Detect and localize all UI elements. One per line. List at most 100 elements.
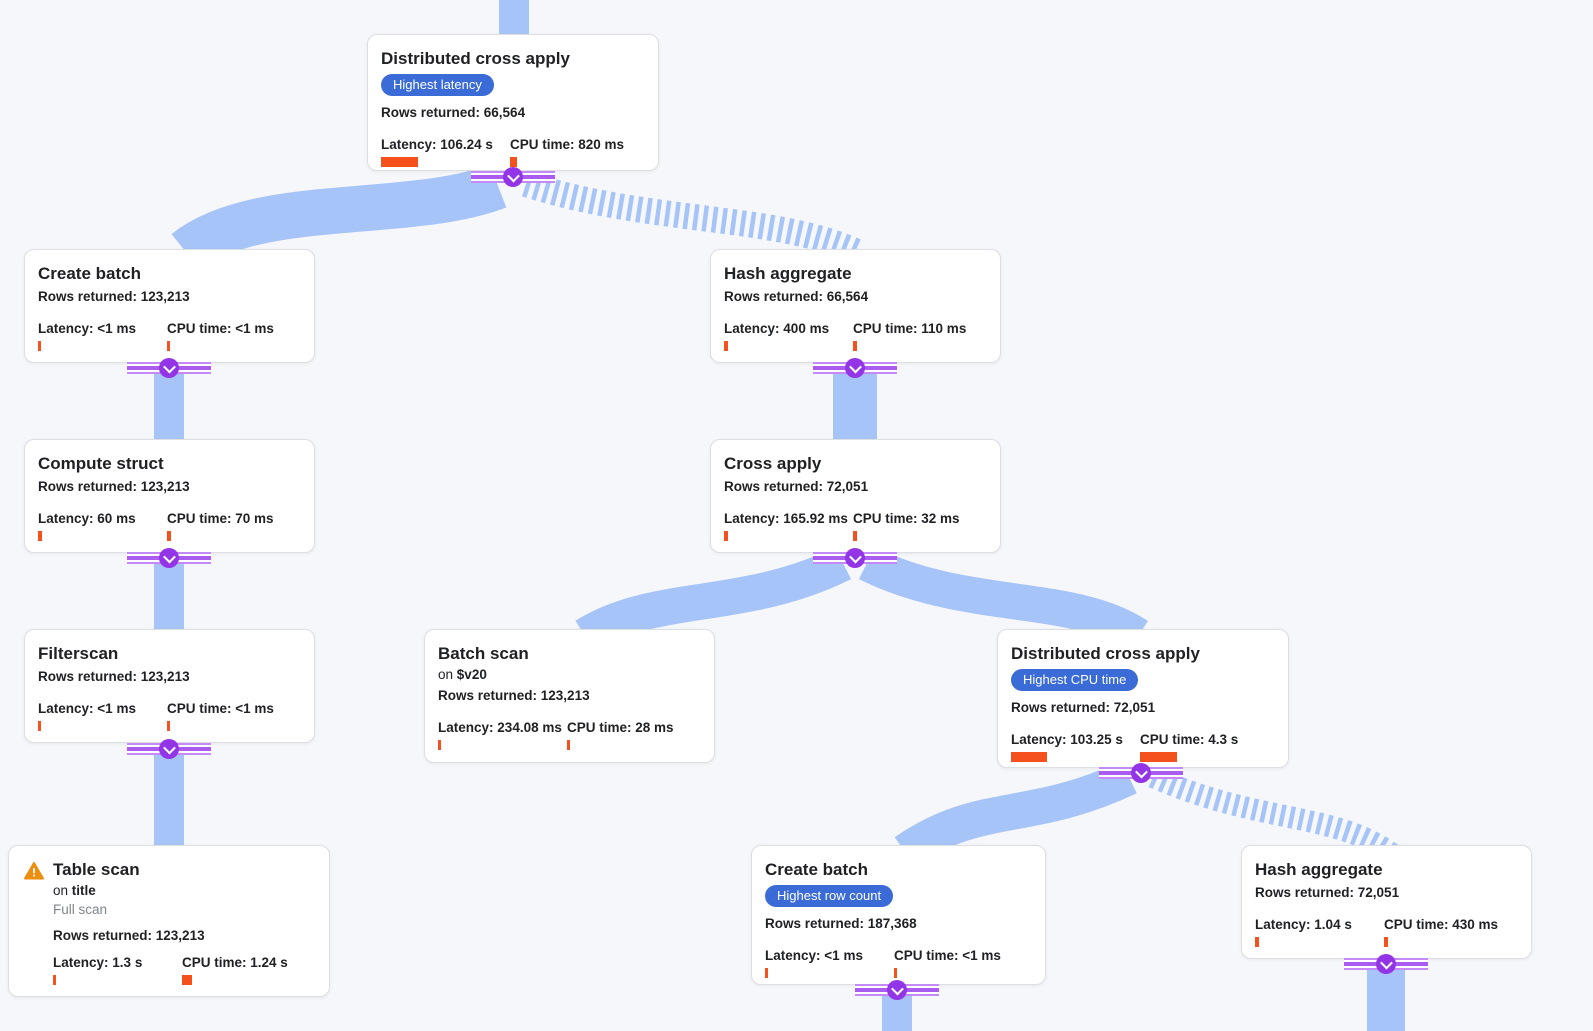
node-title: Compute struct xyxy=(38,454,164,473)
scan-target: on title xyxy=(53,883,96,898)
cpu-metric: CPU time: 110 ms xyxy=(853,320,966,351)
scan-type: Full scan xyxy=(53,902,108,917)
cpu-bar xyxy=(853,531,857,541)
latency-bar xyxy=(1011,752,1047,762)
node-title: Hash aggregate xyxy=(1255,860,1383,879)
cpu-bar xyxy=(567,740,570,750)
plan-node-distributed-cross-apply-1[interactable]: Distributed cross apply Highest latency … xyxy=(367,34,659,171)
cpu-bar xyxy=(167,721,170,731)
rows-returned: Rows returned: 187,368 xyxy=(765,916,917,931)
plan-node-hash-aggregate-1[interactable]: Hash aggregate Rows returned: 66,564 Lat… xyxy=(710,249,1001,363)
node-title: Batch scan xyxy=(438,644,529,663)
plan-node-compute-struct[interactable]: Compute struct Rows returned: 123,213 La… xyxy=(24,439,315,553)
cpu-metric: CPU time: 1.24 s xyxy=(182,954,288,985)
cpu-bar xyxy=(894,968,897,978)
collapse-children-button[interactable] xyxy=(1344,954,1428,974)
latency-metric: Latency: 60 ms xyxy=(38,510,167,541)
rows-returned: Rows returned: 72,051 xyxy=(724,479,869,494)
latency-bar xyxy=(724,531,728,541)
remote-edge-root-to-hash-aggregate-1 xyxy=(522,171,863,264)
node-title: Create batch xyxy=(765,860,868,879)
edge-cross-apply-to-distributed-cross-apply-2 xyxy=(858,546,1148,652)
rows-returned: Rows returned: 66,564 xyxy=(381,105,526,120)
latency-metric: Latency: <1 ms xyxy=(765,947,894,978)
latency-metric: Latency: 106.24 s xyxy=(381,136,510,167)
chevron-down-icon xyxy=(1131,763,1151,783)
rows-returned: Rows returned: 123,213 xyxy=(38,289,190,304)
warning-icon xyxy=(24,862,44,880)
cpu-metric: CPU time: <1 ms xyxy=(167,320,274,351)
collapse-children-button[interactable] xyxy=(813,548,897,568)
collapse-children-button[interactable] xyxy=(127,548,211,568)
rows-returned: Rows returned: 123,213 xyxy=(438,688,590,703)
latency-metric: Latency: 165.92 ms xyxy=(724,510,853,541)
collapse-children-button[interactable] xyxy=(127,739,211,759)
rows-returned: Rows returned: 123,213 xyxy=(53,928,205,943)
cpu-bar xyxy=(1384,937,1388,947)
cpu-metric: CPU time: <1 ms xyxy=(894,947,1001,978)
chevron-down-icon xyxy=(845,358,865,378)
plan-node-batch-scan[interactable]: Batch scan on $v20 Rows returned: 123,21… xyxy=(424,629,715,763)
cpu-bar xyxy=(1140,752,1177,762)
chevron-down-icon xyxy=(845,548,865,568)
edge-cross-apply-to-batch-scan xyxy=(575,546,852,652)
plan-node-create-batch-1[interactable]: Create batch Rows returned: 123,213 Late… xyxy=(24,249,315,363)
cpu-metric: CPU time: 28 ms xyxy=(567,719,674,750)
highest-row-count-badge: Highest row count xyxy=(765,885,894,907)
rows-returned: Rows returned: 123,213 xyxy=(38,479,190,494)
plan-node-hash-aggregate-2[interactable]: Hash aggregate Rows returned: 72,051 Lat… xyxy=(1241,845,1532,959)
cpu-metric: CPU time: <1 ms xyxy=(167,700,274,731)
remote-edge-dca2-to-hash-aggregate-2 xyxy=(1148,766,1399,864)
latency-bar xyxy=(438,740,441,750)
latency-bar xyxy=(765,968,768,978)
latency-bar xyxy=(38,721,41,731)
latency-bar xyxy=(1255,937,1259,947)
rows-returned: Rows returned: 72,051 xyxy=(1255,885,1400,900)
rows-returned: Rows returned: 72,051 xyxy=(1011,700,1156,715)
node-title: Distributed cross apply xyxy=(1011,644,1200,663)
cpu-bar xyxy=(853,341,857,351)
collapse-children-button[interactable] xyxy=(1099,763,1183,783)
node-title: Hash aggregate xyxy=(724,264,852,283)
plan-node-filterscan[interactable]: Filterscan Rows returned: 123,213 Latenc… xyxy=(24,629,315,743)
latency-bar xyxy=(53,975,56,985)
collapse-children-button[interactable] xyxy=(471,167,555,187)
chevron-down-icon xyxy=(887,980,907,1000)
cpu-metric: CPU time: 430 ms xyxy=(1384,916,1498,947)
rows-returned: Rows returned: 66,564 xyxy=(724,289,869,304)
latency-metric: Latency: <1 ms xyxy=(38,700,167,731)
latency-bar xyxy=(38,531,42,541)
edge-root-to-create-batch-1 xyxy=(171,164,507,271)
latency-bar xyxy=(38,341,41,351)
node-title: Cross apply xyxy=(724,454,822,473)
plan-node-create-batch-2[interactable]: Create batch Highest row count Rows retu… xyxy=(751,845,1046,985)
plan-node-table-scan[interactable]: Table scan on title Full scan Rows retur… xyxy=(8,845,330,997)
collapse-children-button[interactable] xyxy=(813,358,897,378)
cpu-bar xyxy=(510,157,517,167)
latency-metric: Latency: 1.3 s xyxy=(53,954,182,985)
cpu-metric: CPU time: 70 ms xyxy=(167,510,274,541)
chevron-down-icon xyxy=(503,167,523,187)
cpu-bar xyxy=(167,341,170,351)
latency-metric: Latency: <1 ms xyxy=(38,320,167,351)
scan-target: on $v20 xyxy=(438,667,487,682)
cpu-bar xyxy=(167,531,171,541)
chevron-down-icon xyxy=(159,358,179,378)
latency-bar xyxy=(724,341,728,351)
cpu-metric: CPU time: 32 ms xyxy=(853,510,960,541)
node-title: Filterscan xyxy=(38,644,119,663)
chevron-down-icon xyxy=(159,548,179,568)
latency-metric: Latency: 400 ms xyxy=(724,320,853,351)
node-title: Table scan xyxy=(53,860,140,879)
latency-metric: Latency: 103.25 s xyxy=(1011,731,1140,762)
plan-node-cross-apply[interactable]: Cross apply Rows returned: 72,051 Latenc… xyxy=(710,439,1001,553)
collapse-children-button[interactable] xyxy=(127,358,211,378)
plan-node-distributed-cross-apply-2[interactable]: Distributed cross apply Highest CPU time… xyxy=(997,629,1289,768)
highest-latency-badge: Highest latency xyxy=(381,74,494,96)
node-title: Create batch xyxy=(38,264,141,283)
chevron-down-icon xyxy=(1376,954,1396,974)
latency-metric: Latency: 234.08 ms xyxy=(438,719,567,750)
collapse-children-button[interactable] xyxy=(855,980,939,1000)
chevron-down-icon xyxy=(159,739,179,759)
